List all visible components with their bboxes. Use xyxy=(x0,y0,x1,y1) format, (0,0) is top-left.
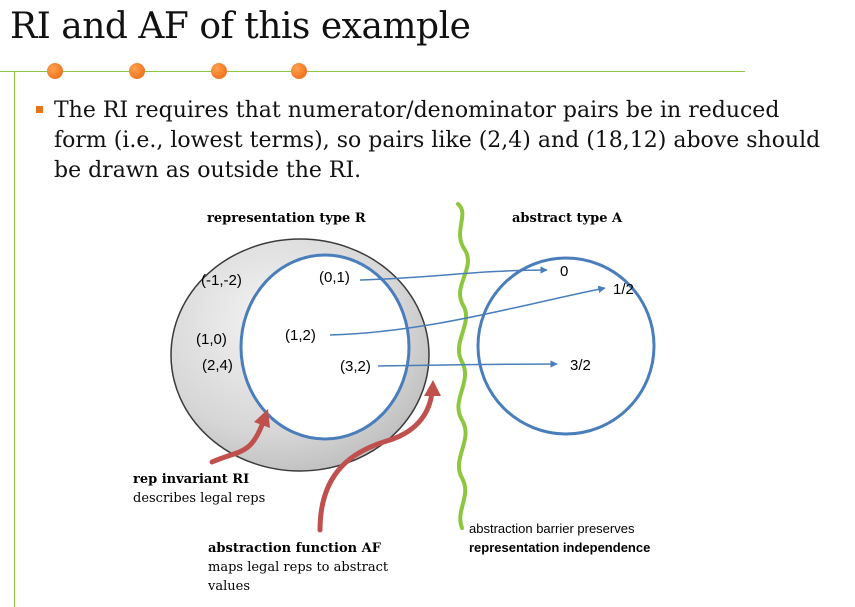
pair-neg1-neg2: (-1,-2) xyxy=(201,272,242,289)
pair-1-2: (1,2) xyxy=(285,327,316,344)
left-border xyxy=(14,71,15,607)
af-callout-desc-2: values xyxy=(207,579,250,594)
af-callout-title: abstraction function AF xyxy=(208,541,382,556)
rep-type-label: representation type R xyxy=(207,211,366,226)
value-half: 1/2 xyxy=(613,281,634,298)
slide-title: RI and AF of this example xyxy=(10,6,471,47)
pair-2-4: (2,4) xyxy=(202,357,233,374)
title-divider xyxy=(0,71,745,72)
ri-callout-title: rep invariant RI xyxy=(133,472,249,487)
abstract-space-circle xyxy=(476,256,656,436)
arrow-3-2-to-three-halves xyxy=(377,360,558,368)
decor-dot xyxy=(291,63,307,79)
decor-dot xyxy=(129,63,145,79)
arrow-0-1-to-0 xyxy=(359,266,548,281)
decor-dot xyxy=(211,63,227,79)
bullet-text: The RI requires that numerator/denominat… xyxy=(54,98,821,183)
abstraction-barrier xyxy=(456,202,470,530)
af-callout-desc-1: maps legal reps to abstract xyxy=(208,560,389,575)
bullet-item: The RI requires that numerator/denominat… xyxy=(36,96,836,186)
arrow-ri-pointer xyxy=(209,422,265,465)
arrow-af-head xyxy=(424,380,441,396)
barrier-callout-2: representation independence xyxy=(469,540,650,555)
pair-1-0: (1,0) xyxy=(196,331,227,348)
decor-dot xyxy=(47,63,63,79)
barrier-callout-1: abstraction barrier preserves xyxy=(469,521,635,536)
pair-0-1: (0,1) xyxy=(319,269,350,286)
ri-callout-desc: describes legal reps xyxy=(133,491,265,506)
arrow-af-pointer xyxy=(317,389,435,533)
value-0: 0 xyxy=(560,263,568,280)
value-three-halves: 3/2 xyxy=(570,357,591,374)
bullet-square-icon xyxy=(36,106,43,113)
rep-invariant-circle xyxy=(239,253,411,441)
arrow-ri-head xyxy=(254,409,270,428)
pair-3-2: (3,2) xyxy=(340,358,371,375)
abstract-type-label: abstract type A xyxy=(512,211,623,226)
arrow-1-2-to-half xyxy=(329,285,606,336)
